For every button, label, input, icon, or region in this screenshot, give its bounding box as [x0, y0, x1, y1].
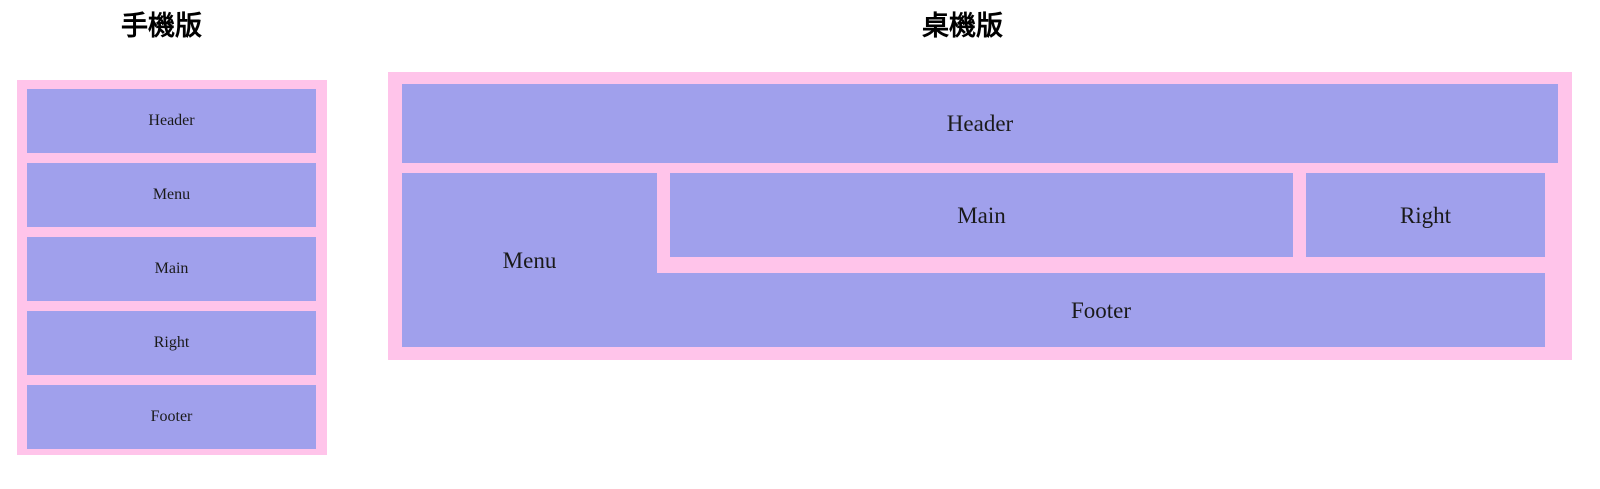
desktop-cell-right-label: Right — [1399, 202, 1452, 228]
mobile-cell-menu-label: Menu — [152, 186, 191, 203]
desktop-layout-frame: Header Menu Main Right Footer — [388, 72, 1572, 360]
mobile-cell-main[interactable]: Main — [27, 237, 316, 301]
desktop-cell-header-label: Header — [946, 111, 1014, 136]
desktop-cell-main[interactable]: Main — [670, 173, 1293, 257]
desktop-cell-menu-label: Menu — [502, 247, 557, 273]
mobile-cell-header[interactable]: Header — [27, 89, 316, 153]
mobile-cell-header-label: Header — [148, 112, 195, 129]
desktop-cell-footer-label: Footer — [1070, 297, 1132, 323]
mobile-cell-menu[interactable]: Menu — [27, 163, 316, 227]
page-title-mobile: 手機版 — [121, 11, 202, 42]
mobile-cell-footer[interactable]: Footer — [27, 385, 316, 449]
page-title-desktop: 桌機版 — [922, 11, 1003, 42]
mobile-cell-right[interactable]: Right — [27, 311, 316, 375]
desktop-cell-header[interactable]: Header — [402, 84, 1558, 163]
desktop-cell-footer[interactable]: Footer — [657, 273, 1545, 347]
mobile-layout-frame: Header Menu Main Right Footer — [17, 80, 327, 455]
mobile-cell-footer-label: Footer — [150, 408, 193, 425]
mobile-cell-right-label: Right — [153, 334, 190, 351]
mobile-cell-main-label: Main — [154, 260, 189, 277]
desktop-cell-right[interactable]: Right — [1306, 173, 1545, 257]
desktop-cell-menu[interactable]: Menu — [402, 173, 657, 347]
desktop-cell-main-label: Main — [957, 202, 1006, 228]
